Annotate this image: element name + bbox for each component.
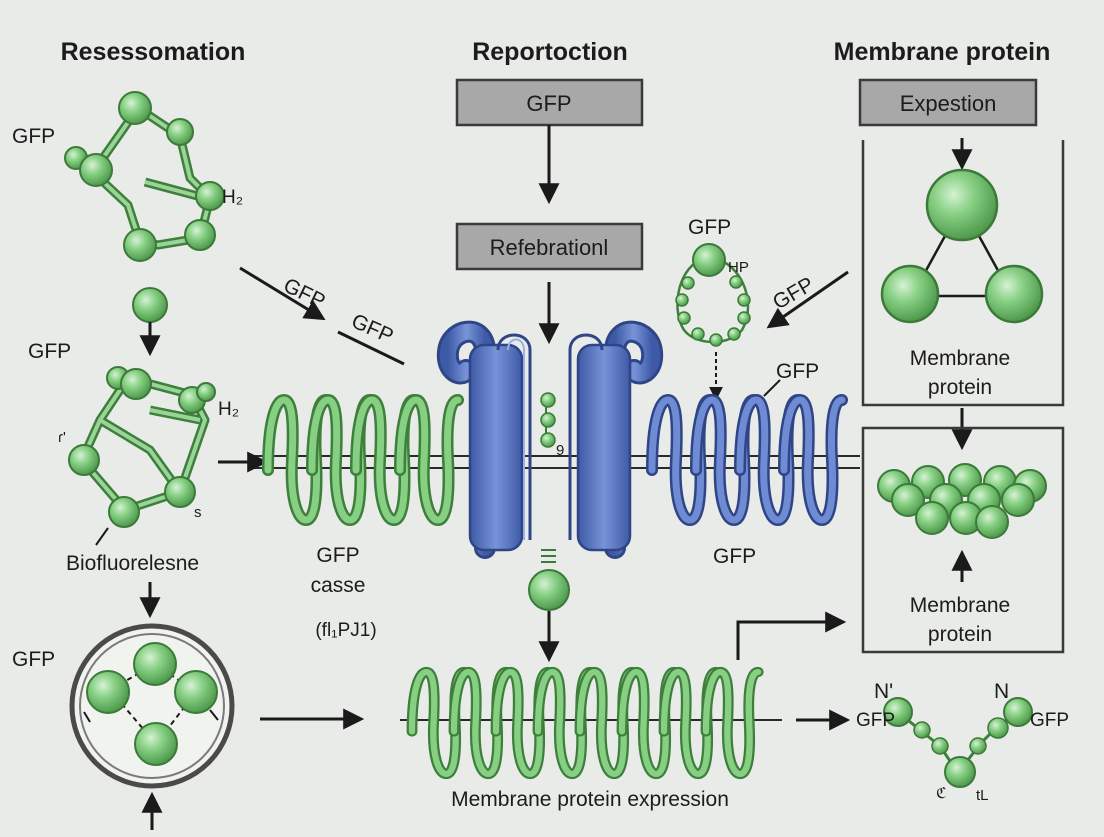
gfp-box: GFP xyxy=(455,78,644,127)
right-column-title: Membrane protein xyxy=(834,38,1051,66)
gfp-box-label: GFP xyxy=(526,91,571,116)
gfp-ring-assembly xyxy=(69,623,235,789)
hp-ring-label: HP xyxy=(728,259,749,276)
refebrationl-box-label: Refebrationl xyxy=(490,235,609,260)
green-helix-coils-left xyxy=(268,400,458,520)
gfp-blue-bottom-label: GFP xyxy=(713,545,756,568)
gfp-label-bottom-left: GFP xyxy=(12,648,55,671)
membrane-protein-panel-2: Membrane protein xyxy=(861,426,1065,654)
membrane-protein-panel-1: Membrane protein xyxy=(861,138,1065,407)
membrane-protein-2-line1: Membrane xyxy=(910,594,1010,617)
membrane-protein-2-line2: protein xyxy=(928,623,992,646)
gfp-casse-label-3: (fl₁PJ1) xyxy=(315,620,376,641)
diagonal-arrow-gfp xyxy=(239,266,326,321)
membrane-protein-expression-coil xyxy=(400,672,782,774)
leader-line-blue-gfp xyxy=(763,379,781,397)
blue-helix-coils-right xyxy=(652,400,842,520)
gfp-label-top-left: GFP xyxy=(12,125,55,148)
expestion-box: Expestion xyxy=(858,78,1038,127)
gfp-arrow-label-b: GFP xyxy=(348,310,397,349)
leader-line-biofluor xyxy=(95,527,109,546)
mid-mark: 9 xyxy=(556,442,564,459)
diagonal-arrow-right xyxy=(766,270,849,329)
gfp-sphere-center xyxy=(528,569,570,611)
middle-column-title: Reportoction xyxy=(472,38,628,66)
blue-transmembrane-protein xyxy=(436,320,664,559)
spring-mark xyxy=(541,549,556,563)
gfp-blue-top-label: GFP xyxy=(776,360,819,383)
gfp-casse-label-2: casse xyxy=(311,574,366,597)
gfp-bead-ring xyxy=(675,243,751,347)
expestion-box-label: Expestion xyxy=(900,91,997,116)
gfp-molecule-middle xyxy=(68,366,216,528)
membrane-protein-expression-label: Membrane protein expression xyxy=(451,788,729,811)
left-column-title: Resessomation xyxy=(61,38,246,66)
small-mark-s: s xyxy=(194,504,202,521)
h2-label-mid: H₂ xyxy=(218,399,239,420)
gfp-bead-chain xyxy=(883,697,1033,788)
chain-n-left-label: N' xyxy=(874,680,893,703)
chain-gfp-right-label: GFP xyxy=(1030,710,1069,731)
membrane-protein-1-line1: Membrane xyxy=(910,347,1010,370)
chain-gfp-left-label: GFP xyxy=(856,710,895,731)
gfp-molecule-top xyxy=(64,91,225,262)
chain-mark-t: tL xyxy=(976,787,989,804)
gfp-sphere-left xyxy=(132,287,168,323)
small-mark-left: ɾ' xyxy=(58,429,66,446)
gfp-ring-top-label: GFP xyxy=(688,216,731,239)
membrane-protein-1-line2: protein xyxy=(928,376,992,399)
h2-label-top: H₂ xyxy=(222,187,243,208)
refebrationl-box: Refebrationl xyxy=(455,222,644,271)
biofluorelesne-label: Biofluorelesne xyxy=(66,552,199,575)
chain-mark-s: ℭ xyxy=(936,785,947,802)
diagonal-line-gfp xyxy=(337,330,405,366)
chain-n-right-label: N xyxy=(994,680,1009,703)
gfp-label-mid-left: GFP xyxy=(28,340,71,363)
arrow-expression-to-panel2 xyxy=(736,611,847,660)
gfp-casse-label-1: GFP xyxy=(316,544,359,567)
